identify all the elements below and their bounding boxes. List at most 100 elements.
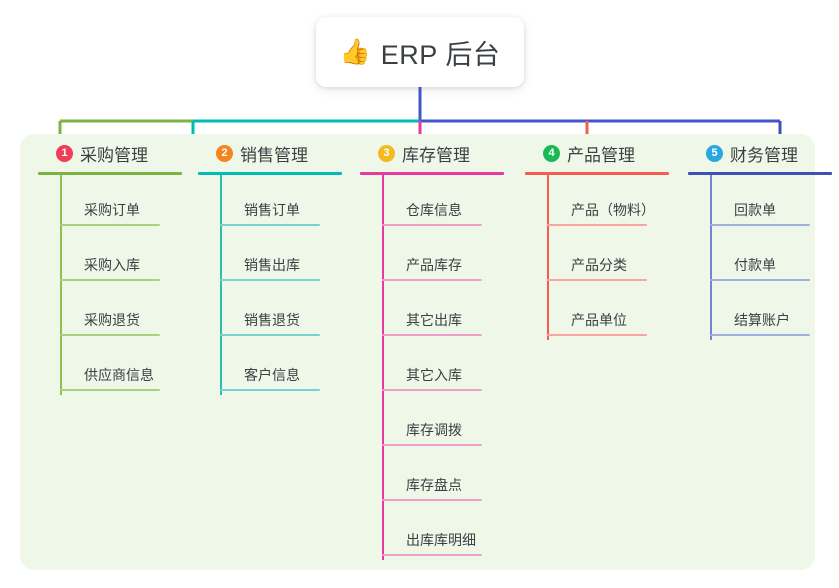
branch-column-4[interactable]: 4 产品管理产品（物料） 产品分类产品单位 [525,134,685,340]
branch-title-3: 库存管理 [402,145,470,165]
leaf-item-label: 销售出库 [244,257,300,273]
branch-column-3[interactable]: 3 库存管理仓库信息产品库存其它出库其它入库库存调拨库存盘点出库库明细 [360,134,520,560]
branch-items-4: 产品（物料） 产品分类产品单位 [547,175,685,340]
branch-items-1: 采购订单采购入库采购退货供应商信息 [60,175,198,395]
leaf-item-label: 供应商信息 [84,367,154,383]
leaf-item-underline [220,334,320,336]
leaf-item-underline [710,334,810,336]
branch-badge-4: 4 [543,144,560,162]
branch-column-5[interactable]: 5 财务管理回款单付款单结算账户 [688,134,839,340]
leaf-item-underline [60,334,160,336]
leaf-item-underline [547,279,647,281]
branch-heading-5[interactable]: 5 财务管理 [688,134,839,172]
leaf-item[interactable]: 仓库信息 [382,175,520,230]
branch-items-5: 回款单付款单结算账户 [710,175,839,340]
leaf-item-underline [382,499,482,501]
leaf-item[interactable]: 回款单 [710,175,839,230]
branch-stem-1 [60,175,62,395]
leaf-item[interactable]: 销售订单 [220,175,358,230]
leaf-item[interactable]: 其它入库 [382,340,520,395]
thumbs-up-icon: 👍 [339,37,371,66]
leaf-item-label: 产品（物料） [571,202,655,218]
branch-title-1: 采购管理 [80,145,148,165]
leaf-item-label: 产品库存 [406,257,462,273]
branch-stem-3 [382,175,384,560]
branch-items-3: 仓库信息产品库存其它出库其它入库库存调拨库存盘点出库库明细 [382,175,520,560]
leaf-item[interactable]: 出库库明细 [382,505,520,560]
leaf-item[interactable]: 产品（物料） [547,175,685,230]
leaf-item-underline [382,554,482,556]
branch-underline-3 [360,172,504,175]
leaf-item-underline [382,389,482,391]
leaf-item[interactable]: 采购退货 [60,285,198,340]
leaf-item-underline [710,224,810,226]
leaf-item-underline [547,224,647,226]
branch-underline-2 [198,172,342,175]
branch-heading-3[interactable]: 3 库存管理 [360,134,520,172]
branch-stem-5 [710,175,712,340]
leaf-item[interactable]: 库存调拨 [382,395,520,450]
branch-underline-1 [38,172,182,175]
branch-stem-2 [220,175,222,395]
leaf-item-underline [60,389,160,391]
leaf-item-label: 其它入库 [406,367,462,383]
leaf-item-label: 采购订单 [84,202,140,218]
leaf-item-underline [382,224,482,226]
branch-title-4: 产品管理 [567,145,635,165]
leaf-item-underline [220,224,320,226]
leaf-item[interactable]: 产品单位 [547,285,685,340]
leaf-item[interactable]: 采购订单 [60,175,198,230]
leaf-item-underline [220,389,320,391]
leaf-item-label: 产品单位 [571,312,627,328]
leaf-item-underline [710,279,810,281]
branch-stem-4 [547,175,549,340]
leaf-item-underline [382,334,482,336]
leaf-item[interactable]: 销售出库 [220,230,358,285]
leaf-item-underline [60,224,160,226]
branch-column-2[interactable]: 2 销售管理销售订单销售出库销售退货客户信息 [198,134,358,395]
leaf-item[interactable]: 结算账户 [710,285,839,340]
branch-badge-5: 5 [706,144,723,162]
branch-badge-2: 2 [216,144,233,162]
leaf-item[interactable]: 库存盘点 [382,450,520,505]
leaf-item-label: 采购入库 [84,257,140,273]
leaf-item-underline [547,334,647,336]
branch-items-2: 销售订单销售出库销售退货客户信息 [220,175,358,395]
diagram-panel: 1 采购管理采购订单采购入库采购退货供应商信息 2 销售管理销售订单销售出库销售退货… [20,134,832,570]
leaf-item-label: 其它出库 [406,312,462,328]
leaf-item-underline [382,279,482,281]
leaf-item-label: 销售订单 [244,202,300,218]
branch-title-2: 销售管理 [240,145,308,165]
leaf-item[interactable]: 销售退货 [220,285,358,340]
leaf-item-label: 出库库明细 [406,532,476,548]
leaf-item-label: 仓库信息 [406,202,462,218]
branch-heading-4[interactable]: 4 产品管理 [525,134,685,172]
leaf-item-label: 产品分类 [571,257,627,273]
leaf-item[interactable]: 产品分类 [547,230,685,285]
leaf-item-label: 回款单 [734,202,776,218]
leaf-item-underline [220,279,320,281]
leaf-item-label: 库存盘点 [406,477,462,493]
leaf-item-label: 销售退货 [244,312,300,328]
root-node-card[interactable]: 👍 ERP 后台 [316,17,524,87]
leaf-item-label: 客户信息 [244,367,300,383]
branch-badge-1: 1 [56,144,73,162]
branch-underline-4 [525,172,669,175]
leaf-item[interactable]: 付款单 [710,230,839,285]
leaf-item[interactable]: 产品库存 [382,230,520,285]
leaf-item-underline [382,444,482,446]
leaf-item-underline [60,279,160,281]
leaf-item[interactable]: 其它出库 [382,285,520,340]
leaf-item[interactable]: 供应商信息 [60,340,198,395]
branch-heading-2[interactable]: 2 销售管理 [198,134,358,172]
branch-column-1[interactable]: 1 采购管理采购订单采购入库采购退货供应商信息 [38,134,198,395]
branch-badge-3: 3 [378,144,395,162]
leaf-item-label: 付款单 [734,257,776,273]
branch-heading-1[interactable]: 1 采购管理 [38,134,198,172]
leaf-item[interactable]: 采购入库 [60,230,198,285]
root-title: ERP 后台 [380,39,501,70]
branch-title-5: 财务管理 [730,145,798,165]
leaf-item-label: 库存调拨 [406,422,462,438]
leaf-item[interactable]: 客户信息 [220,340,358,395]
leaf-item-label: 结算账户 [734,312,790,328]
